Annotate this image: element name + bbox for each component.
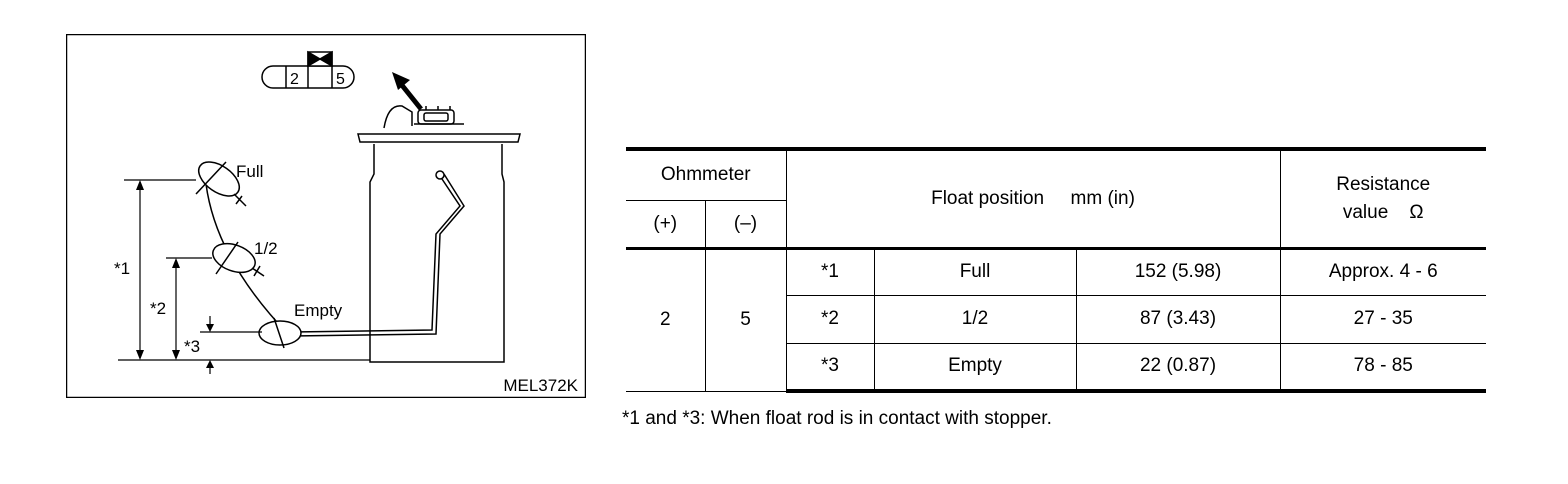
header-ohmmeter: Ohmmeter xyxy=(626,147,787,201)
row-distance: 22 (0.87) xyxy=(1075,342,1281,393)
header-resistance-line1: Resistance xyxy=(1336,173,1431,195)
figure-id: MEL372K xyxy=(503,376,578,395)
row-resistance: 27 - 35 xyxy=(1279,294,1486,344)
header-float-position-label: Float position xyxy=(931,187,1045,209)
row-marker: *2 xyxy=(785,294,875,344)
header-resistance: Resistance value Ω xyxy=(1279,147,1486,249)
resistance-spec-table: Ohmmeter Float position mm (in) Resistan… xyxy=(626,147,1486,393)
row-resistance: Approx. 4 - 6 xyxy=(1279,246,1486,296)
row-resistance: 78 - 85 xyxy=(1279,342,1486,393)
row-marker: *3 xyxy=(785,342,875,393)
terminal-minus: 5 xyxy=(704,246,787,392)
dimension-label-2: *2 xyxy=(150,299,166,318)
header-resistance-unit: Ω xyxy=(1409,201,1424,223)
table-row: 2 5 *1 Full 152 (5.98) Approx. 4 - 6 xyxy=(626,246,1486,392)
row-distance: 152 (5.98) xyxy=(1075,246,1281,296)
fuel-level-sender-diagram: 2 5 Full 1/2 xyxy=(66,34,586,398)
harness-connector xyxy=(261,50,355,89)
float-label-full: Full xyxy=(236,162,263,181)
header-row-2: (+) (–) xyxy=(626,199,1486,249)
dimension-label-1: *1 xyxy=(114,259,130,278)
float-rod xyxy=(291,170,465,337)
reference-lines xyxy=(124,179,262,333)
header-minus: (–) xyxy=(704,199,787,249)
table-row: *2 1/2 87 (3.43) 27 - 35 xyxy=(626,294,1486,344)
dimension-label-3: *3 xyxy=(184,337,200,356)
header-float-unit: mm (in) xyxy=(1070,187,1135,209)
sender-unit xyxy=(357,105,521,363)
row-distance: 87 (3.43) xyxy=(1075,294,1281,344)
footnote: *1 and *3: When float rod is in contact … xyxy=(622,408,1052,429)
float-label-empty: Empty xyxy=(294,301,343,320)
connector-arrow-icon xyxy=(392,72,423,111)
float-half-icon xyxy=(212,241,265,277)
diagram-frame xyxy=(66,34,586,398)
terminal-plus: 2 xyxy=(626,246,706,392)
float-empty-icon xyxy=(258,317,302,349)
row-position: Full xyxy=(873,246,1077,296)
row-position: Empty xyxy=(873,342,1077,393)
header-resistance-line2: value xyxy=(1342,201,1389,223)
table-row: *3 Empty 22 (0.87) 78 - 85 xyxy=(626,342,1486,393)
row-marker: *1 xyxy=(785,246,875,296)
connector-terminal-5: 5 xyxy=(336,71,345,88)
header-float-position: Float position mm (in) xyxy=(785,147,1281,249)
connector-terminal-2: 2 xyxy=(290,71,299,88)
float-full-icon xyxy=(195,161,247,207)
float-label-half: 1/2 xyxy=(254,239,278,258)
header-plus: (+) xyxy=(626,199,706,249)
dimension-arrows xyxy=(136,180,214,374)
row-position: 1/2 xyxy=(873,294,1077,344)
header-row-1: Ohmmeter Float position mm (in) Resistan… xyxy=(626,147,1486,249)
